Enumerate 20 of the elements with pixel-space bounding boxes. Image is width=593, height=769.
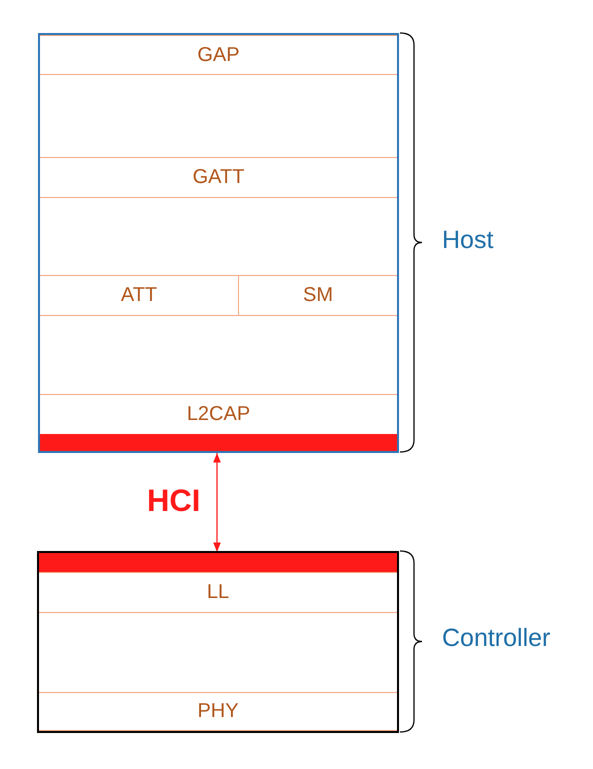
host-stack-box <box>38 33 399 453</box>
group-label: Controller <box>442 624 550 653</box>
interface-bar <box>40 434 397 451</box>
protocol-layer-band <box>39 692 397 731</box>
controller-stack-box <box>37 551 399 733</box>
protocol-layer-band <box>40 275 239 316</box>
layer-label: L2CAP <box>186 403 250 426</box>
layer-label: GAP <box>197 44 240 66</box>
layer-label: SM <box>303 284 333 307</box>
protocol-layer-band <box>40 35 397 75</box>
protocol-layer-band <box>39 572 397 613</box>
layer-label: GATT <box>192 166 244 189</box>
layer-label: LL <box>206 581 230 604</box>
protocol-layer-band <box>40 157 397 198</box>
protocol-layer-band <box>239 275 397 316</box>
interface-bar <box>39 553 397 573</box>
layer-label: ATT <box>120 284 158 307</box>
layer-label: PHY <box>197 700 239 723</box>
group-label: Host <box>442 226 494 255</box>
double-headed-arrow <box>213 453 221 552</box>
